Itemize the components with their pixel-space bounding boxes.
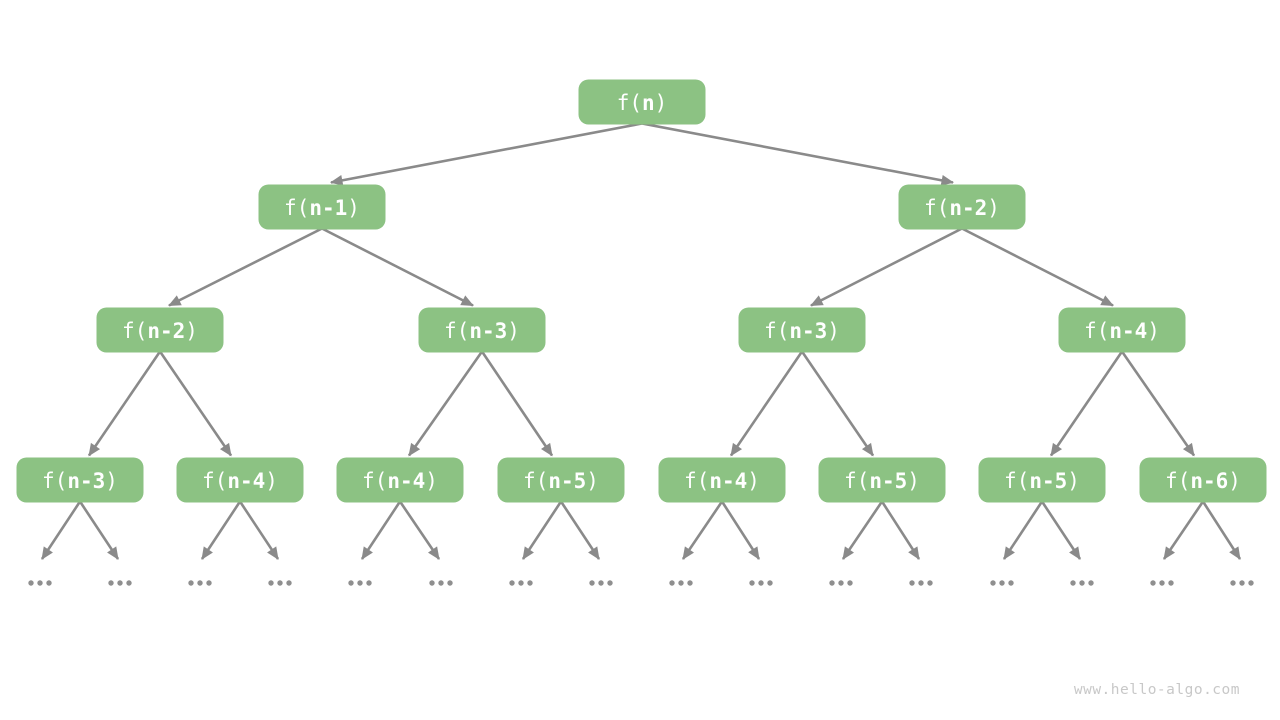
tree-edge-n3a-l02 <box>78 500 120 560</box>
tree-node-label: f(n-2) <box>122 319 198 343</box>
ellipsis-leaf <box>1070 580 1094 586</box>
tree-node-f-n-3: f(n-3) <box>738 307 866 353</box>
tree-edge-n3f-l12 <box>880 500 921 560</box>
tree-edge-n3d-l07 <box>521 500 563 560</box>
ellipsis-leaf <box>268 580 292 586</box>
tree-edge-n3h-l15 <box>1162 500 1205 560</box>
ellipsis-leaf <box>348 580 372 586</box>
tree-edge-n3c-l05 <box>360 500 402 560</box>
tree-node-f-n-2: f(n-2) <box>898 184 1026 230</box>
tree-edge-n3e-l09 <box>681 500 724 560</box>
tree-node-f-n-5: f(n-5) <box>978 457 1106 503</box>
ellipsis-leaf <box>1150 580 1174 586</box>
watermark: www.hello-algo.com <box>1073 682 1240 698</box>
tree-node-label: f(n-3) <box>42 469 118 493</box>
tree-node-label: f(n-4) <box>1084 319 1160 343</box>
tree-node-f-n-4: f(n-4) <box>658 457 786 503</box>
tree-node-label: f(n-3) <box>444 319 520 343</box>
tree-edge-n3f-l11 <box>841 500 884 560</box>
ellipsis-leaf <box>28 580 52 586</box>
tree-edge-n2d-n3h <box>1120 350 1196 457</box>
tree-node-f-n-6: f(n-6) <box>1139 457 1267 503</box>
tree-node-f-n-4: f(n-4) <box>176 457 304 503</box>
tree-node-f-n-2: f(n-2) <box>96 307 224 353</box>
ellipsis-leaf <box>669 580 693 586</box>
ellipsis-leaf <box>188 580 212 586</box>
tree-edge-n1b-n2d <box>961 227 1114 307</box>
tree-node-f-n-3: f(n-3) <box>16 457 144 503</box>
tree-node-f-n-5: f(n-5) <box>497 457 625 503</box>
tree-edge-n1a-n2a <box>168 227 323 307</box>
tree-edge-n3g-l13 <box>1002 500 1044 560</box>
tree-edge-n3c-l06 <box>398 500 441 560</box>
ellipsis-leaf <box>429 580 453 586</box>
tree-node-f-n-4: f(n-4) <box>336 457 464 503</box>
tree-edge-n0-n1a <box>330 122 643 186</box>
tree-node-f-n-1: f(n-1) <box>258 184 386 230</box>
tree-node-label: f(n) <box>617 91 668 115</box>
ellipsis-leaf <box>749 580 773 586</box>
tree-node-label: f(n-2) <box>924 196 1000 220</box>
tree-edge-n3g-l14 <box>1040 500 1082 560</box>
tree-node-label: f(n-5) <box>1004 469 1080 493</box>
tree-node-label: f(n-5) <box>844 469 920 493</box>
tree-node-label: f(n-5) <box>523 469 599 493</box>
tree-edge-n2b-n3d <box>480 350 554 457</box>
tree-edge-n2c-n3e <box>729 350 804 457</box>
tree-edge-n2b-n3c <box>407 350 484 457</box>
tree-node-f-n-5: f(n-5) <box>818 457 946 503</box>
tree-edge-n2a-n3b <box>158 350 233 457</box>
tree-edge-n3e-l10 <box>720 500 761 560</box>
ellipsis-leaf <box>909 580 933 586</box>
tree-node-f-n-4: f(n-4) <box>1058 307 1186 353</box>
tree-edge-n2d-n3g <box>1049 350 1124 457</box>
tree-edge-n1b-n2c <box>810 227 963 307</box>
tree-edge-n3b-l03 <box>200 500 242 560</box>
tree-edge-n2a-n3a <box>87 350 162 457</box>
tree-node-f-n-3: f(n-3) <box>418 307 546 353</box>
tree-node-label: f(n-4) <box>202 469 278 493</box>
tree-node-label: f(n-4) <box>684 469 760 493</box>
tree-node-label: f(n-6) <box>1165 469 1241 493</box>
tree-edge-n3h-l16 <box>1201 500 1242 560</box>
tree-edge-n3b-l04 <box>238 500 280 560</box>
ellipsis-leaf <box>829 580 853 586</box>
tree-edge-n3d-l08 <box>559 500 601 560</box>
ellipsis-leaf <box>589 580 613 586</box>
tree-edge-n1a-n2b <box>321 227 474 307</box>
tree-node-label: f(n-4) <box>362 469 438 493</box>
ellipsis-leaf <box>108 580 132 586</box>
ellipsis-leaf <box>990 580 1014 586</box>
tree-edge-n2c-n3f <box>800 350 875 457</box>
tree-edge-n0-n1b <box>641 122 954 186</box>
tree-node-label: f(n-3) <box>764 319 840 343</box>
tree-node-f-n: f(n) <box>578 79 706 125</box>
tree-edge-n3a-l01 <box>40 500 82 560</box>
ellipsis-leaf <box>509 580 533 586</box>
ellipsis-leaf <box>1230 580 1254 586</box>
tree-node-label: f(n-1) <box>284 196 360 220</box>
